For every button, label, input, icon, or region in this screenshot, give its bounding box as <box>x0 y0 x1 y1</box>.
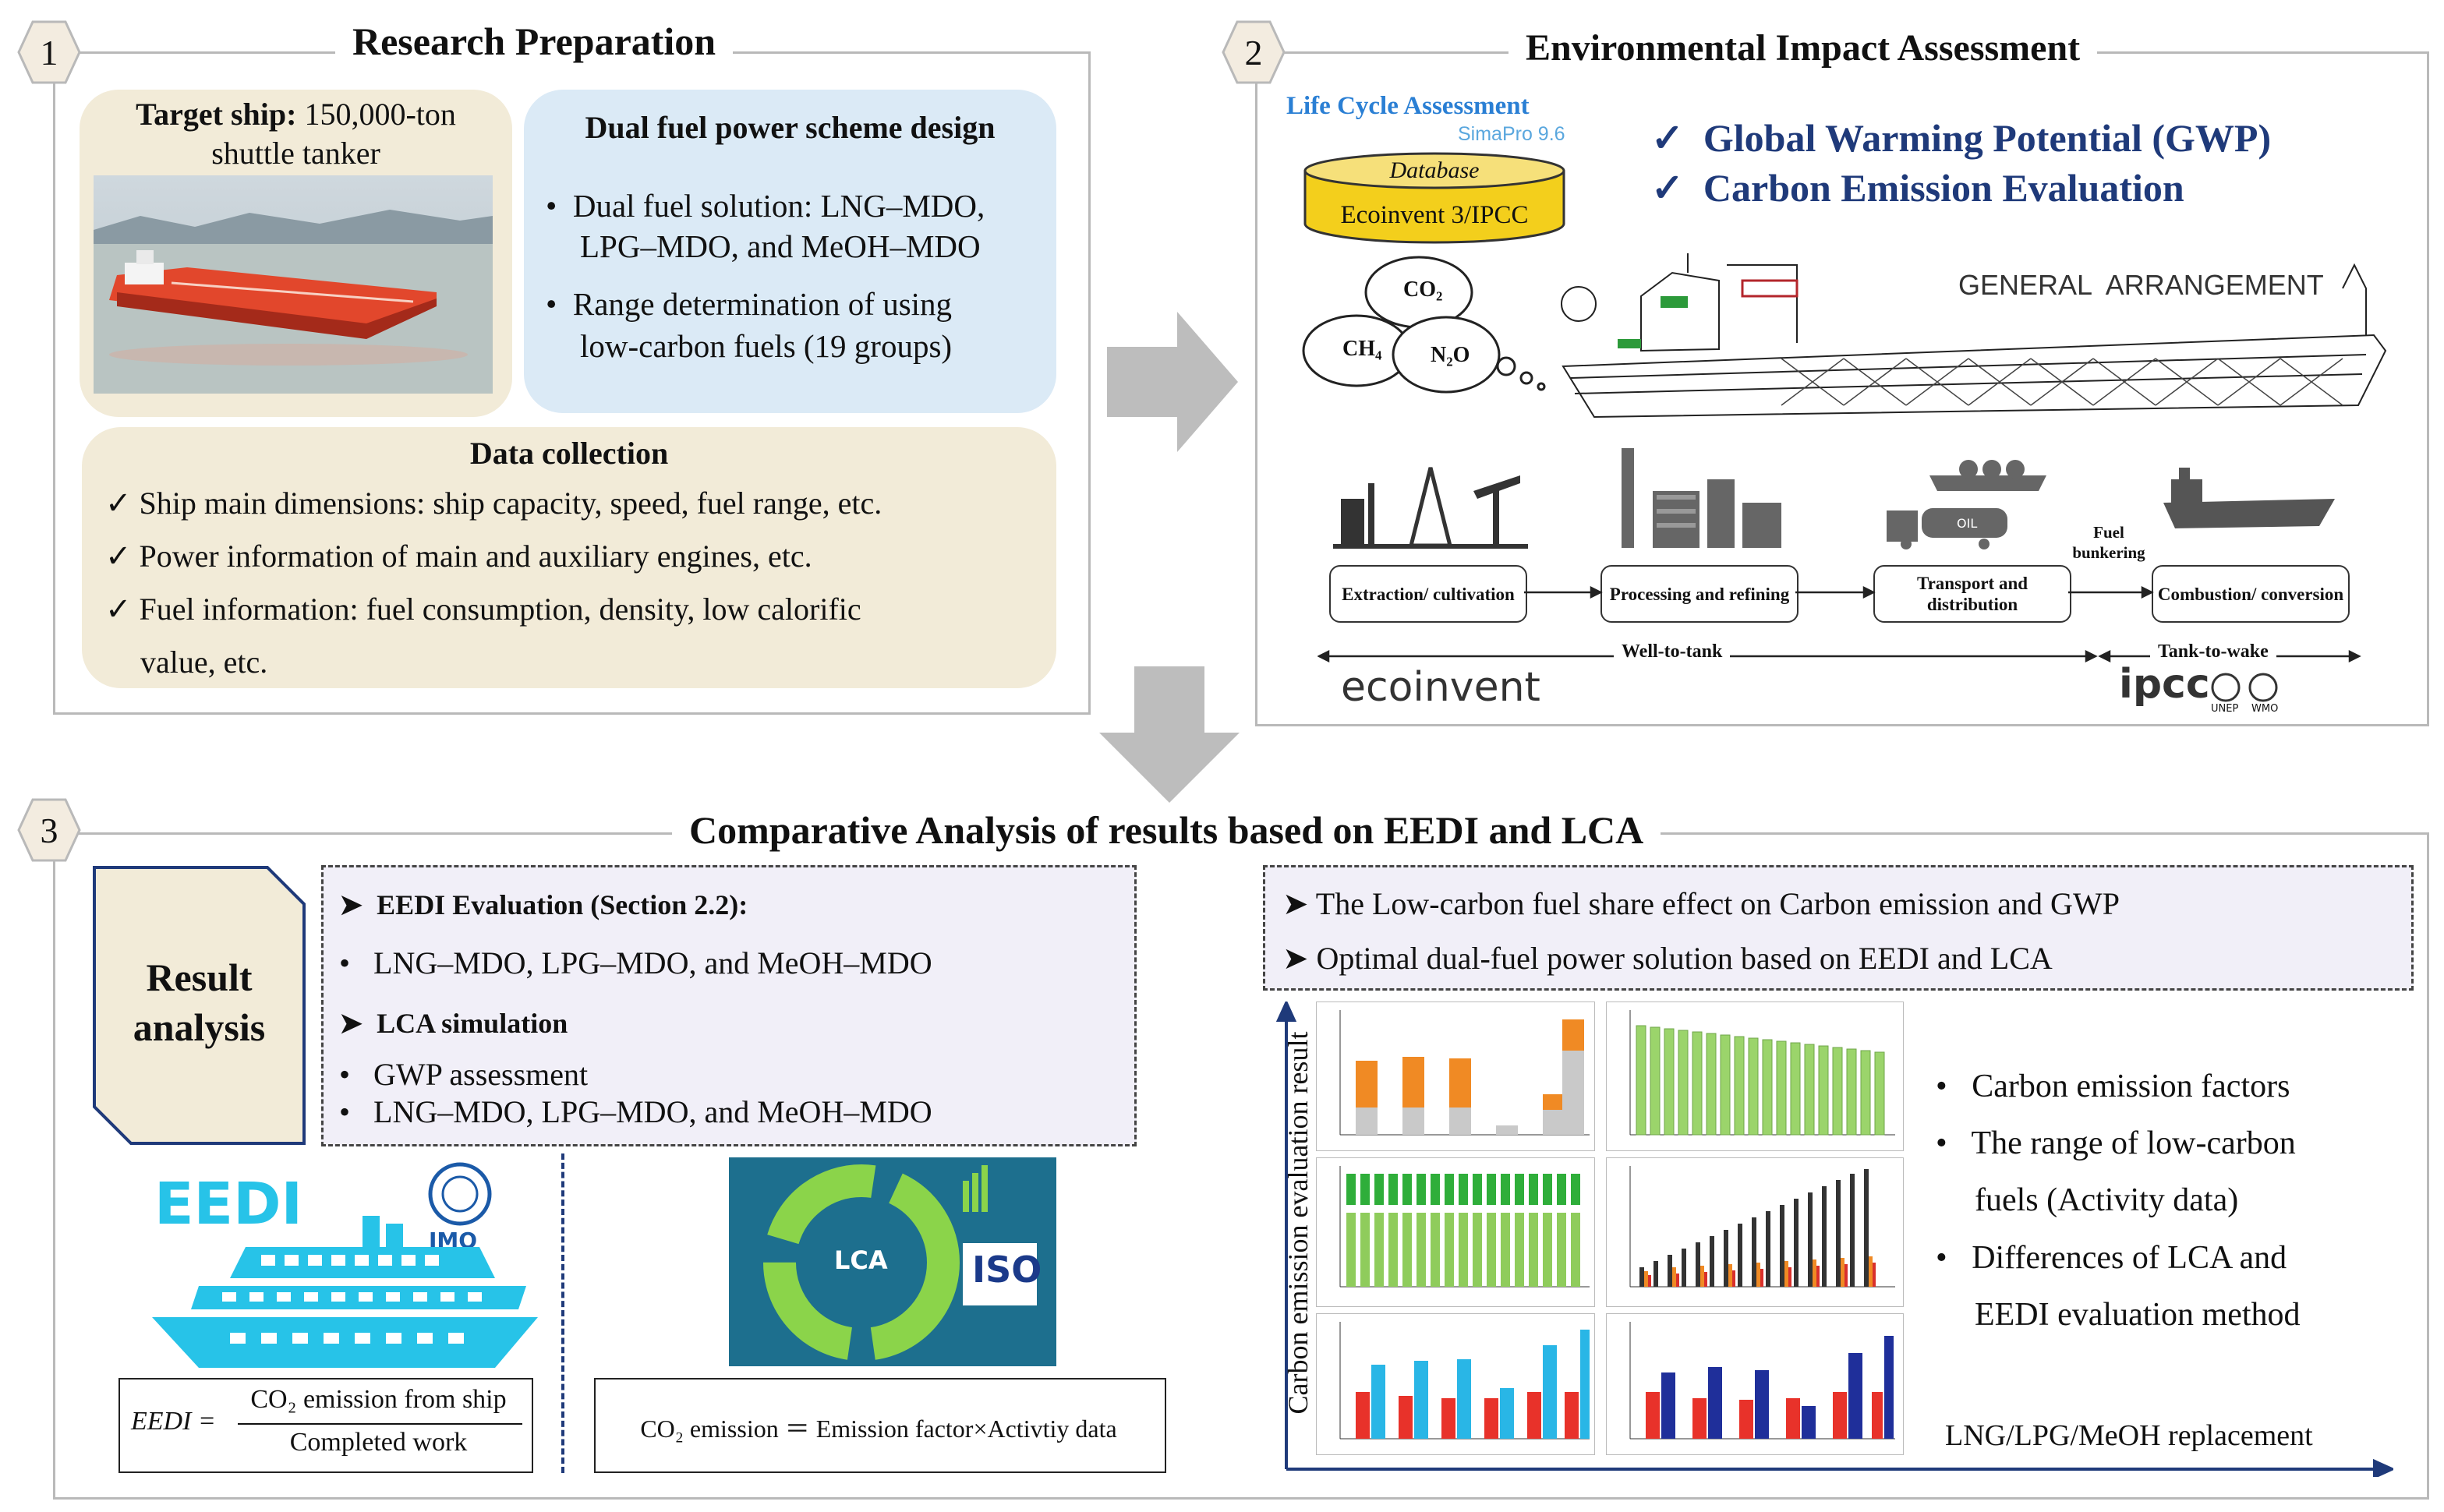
eedi-item: • LNG–MDO, LPG–MDO, and MeOH–MDO <box>339 945 932 980</box>
oil-label: OIL <box>1957 516 1977 531</box>
scheme-bullet-2: • Range determination of using <box>546 286 953 322</box>
stage-transport: Transport and distribution <box>1873 565 2071 623</box>
emission-cloud <box>1302 256 1546 394</box>
stage-arrows <box>1524 585 2154 599</box>
lca-title: Life Cycle Assessment <box>1286 92 1530 120</box>
mini-chart-6 <box>1606 1313 1904 1455</box>
gas-n2o: N₂O <box>1431 343 1470 367</box>
general-arrangement-label: GENERAL ARRANGEMENT <box>1958 269 2324 301</box>
result-axes <box>1275 1002 2393 1477</box>
right-bullet-3-cont: EEDI evaluation method <box>1975 1297 2301 1333</box>
transport-icon: OIL <box>1887 460 2046 549</box>
check-carbon: ✓ Carbon Emission Evaluation <box>1651 166 2184 210</box>
scheme-bullet-2-cont: low-carbon fuels (19 groups) <box>580 328 953 364</box>
lca-logo-text: LCA <box>834 1245 888 1275</box>
database-cylinder <box>1303 152 1565 244</box>
data-collection-item-1: ✓ Ship main dimensions: ship capacity, s… <box>105 486 882 521</box>
right-bullet-1: • Carbon emission factors <box>1936 1069 2290 1104</box>
panel3-title: Comparative Analysis of results based on… <box>672 807 1661 853</box>
step-badge-2: 2 <box>1222 20 1286 84</box>
unep-label: UNEP <box>2211 703 2239 715</box>
lca-software: SimaPro 9.6 <box>1458 123 1565 145</box>
findings-box <box>1263 865 2414 991</box>
arrow-down <box>1099 666 1240 803</box>
eedi-formula-box <box>118 1378 533 1473</box>
mini-chart-1 <box>1316 1002 1595 1151</box>
data-collection-box <box>82 427 1056 688</box>
fuel-bunkering-label: Fuel bunkering <box>2072 523 2145 562</box>
lca-item-2: • LNG–MDO, LPG–MDO, and MeOH–MDO <box>339 1094 932 1129</box>
eedi-formula-denominator: Completed work <box>289 1428 468 1457</box>
arrow-right <box>1107 312 1238 452</box>
right-bullet-2: • The range of low-carbon <box>1936 1125 2296 1161</box>
eedi-lca-box <box>321 865 1137 1146</box>
tank-to-wake-label: Tank-to-wake <box>2150 641 2276 662</box>
co2-formula-box <box>594 1378 1166 1473</box>
eedi-logo: EEDI <box>154 1171 303 1238</box>
data-collection-item-2: ✓ Power information of main and auxiliar… <box>105 539 812 574</box>
scheme-bullet-1-cont: LPG–MDO, and MeOH–MDO <box>580 228 981 264</box>
mini-chart-4 <box>1606 1157 1904 1307</box>
refinery-icon <box>1622 448 1781 548</box>
dual-fuel-scheme-box <box>524 90 1056 413</box>
well-to-tank-label: Well-to-tank <box>1614 641 1731 662</box>
check-gwp: ✓ Global Warming Potential (GWP) <box>1651 116 2272 160</box>
mini-chart-5 <box>1316 1313 1595 1455</box>
iso-logo-text: ISO <box>972 1249 1042 1291</box>
x-axis-label: LNG/LPG/MeOH replacement <box>1945 1419 2313 1452</box>
eedi-ship-icon <box>152 1216 538 1368</box>
right-bullet-3: • Differences of LCA and <box>1936 1240 2287 1276</box>
eedi-heading: ➤ EEDI Evaluation (Section 2.2): <box>339 889 748 920</box>
stage-processing: Processing and refining <box>1600 565 1799 623</box>
vertical-dashed-divider <box>561 1153 564 1473</box>
combustion-ship-icon <box>2163 468 2335 528</box>
step-badge-1: 1 <box>17 20 81 84</box>
ecoinvent-logo: ecoinvent <box>1341 664 1540 711</box>
stage-extraction: Extraction/ cultivation <box>1329 565 1527 623</box>
gas-ch4: CH₄ <box>1342 337 1382 361</box>
finding-1: ➤ The Low-carbon fuel share effect on Ca… <box>1282 886 2120 921</box>
right-bullet-2-cont: fuels (Activity data) <box>1975 1182 2239 1218</box>
scheme-bullet-1: • Dual fuel solution: LNG–MDO, <box>546 188 985 224</box>
finding-2: ➤ Optimal dual-fuel power solution based… <box>1282 941 2053 976</box>
eedi-formula-fraction-bar <box>238 1423 522 1425</box>
gas-co2: CO₂ <box>1403 277 1443 302</box>
data-collection-item-3-cont: value, etc. <box>140 645 268 680</box>
stage-combustion: Combustion/ conversion <box>2152 565 2350 623</box>
scheme-heading: Dual fuel power scheme design <box>585 110 996 145</box>
extraction-icon <box>1333 467 1528 549</box>
ship-photo <box>94 175 493 394</box>
mini-chart-3 <box>1316 1157 1595 1307</box>
panel1-title: Research Preparation <box>335 19 734 64</box>
database-label: Database <box>1389 157 1480 183</box>
target-ship-text: Target ship: 150,000-ton shuttle tanker <box>136 97 456 171</box>
lca-heading: ➤ LCA simulation <box>339 1008 568 1039</box>
eedi-formula-numerator: CO₂ emission from ship <box>250 1385 507 1414</box>
data-collection-item-3: ✓ Fuel information: fuel consumption, de… <box>105 592 861 627</box>
lca-item-1: • GWP assessment <box>339 1057 589 1092</box>
imo-emblem <box>428 1162 492 1226</box>
database-name: Ecoinvent 3/IPCC <box>1340 201 1529 229</box>
wmo-label: WMO <box>2251 703 2279 715</box>
co2-formula-text: CO₂ emission ＝ Emission factor×Activtiy … <box>640 1415 1117 1443</box>
result-analysis-tab <box>93 866 306 1145</box>
general-arrangement-drawing <box>1561 253 2387 419</box>
data-collection-heading: Data collection <box>469 436 669 471</box>
step-badge-3: 3 <box>17 798 81 862</box>
unep-wmo-emblems <box>2211 673 2278 702</box>
ipcc-logo: ipcc <box>2119 661 2210 708</box>
mini-chart-2 <box>1606 1002 1904 1151</box>
lca-cycle-graphic <box>729 1157 1056 1366</box>
eedi-formula-lhs: EEDI = <box>131 1407 216 1436</box>
panel2-title: Environmental Impact Assessment <box>1508 26 2098 69</box>
y-axis-label: Carbon emission evaluation result <box>1282 1031 1314 1415</box>
